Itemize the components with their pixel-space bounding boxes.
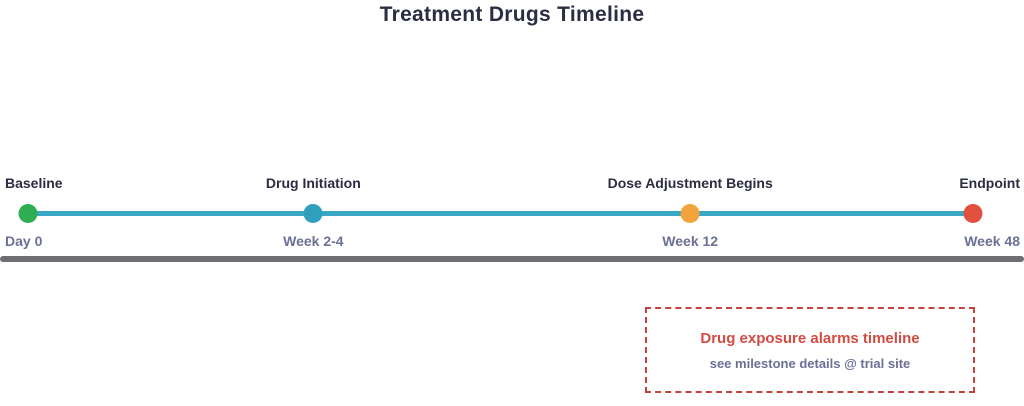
note-box: Drug exposure alarms timeline see milest… [645, 307, 975, 393]
milestone-top-label-dose-adjustment: Dose Adjustment Begins [607, 175, 773, 191]
milestone-bottom-label-baseline: Day 0 [5, 233, 43, 249]
milestone-bottom-label-drug-initiation: Week 2-4 [283, 233, 344, 249]
milestone-top-label-baseline: Baseline [5, 175, 63, 191]
note-headline: Drug exposure alarms timeline [700, 329, 920, 347]
milestone-top-label-endpoint: Endpoint [959, 175, 1020, 191]
timeline-line [27, 211, 973, 216]
milestone-bottom-label-endpoint: Week 48 [964, 233, 1020, 249]
milestone-dot-baseline [18, 204, 38, 223]
milestone-dot-dose-adjustment [680, 204, 700, 223]
milestone-dot-endpoint [963, 204, 983, 223]
note-subtext: see milestone details @ trial site [709, 355, 911, 371]
milestone-bottom-label-dose-adjustment: Week 12 [662, 233, 719, 249]
milestone-top-label-drug-initiation: Drug Initiation [265, 175, 361, 191]
diagram-title: Treatment Drugs Timeline [379, 3, 645, 26]
divider-line [0, 256, 1024, 262]
milestone-dot-drug-initiation [303, 204, 323, 223]
